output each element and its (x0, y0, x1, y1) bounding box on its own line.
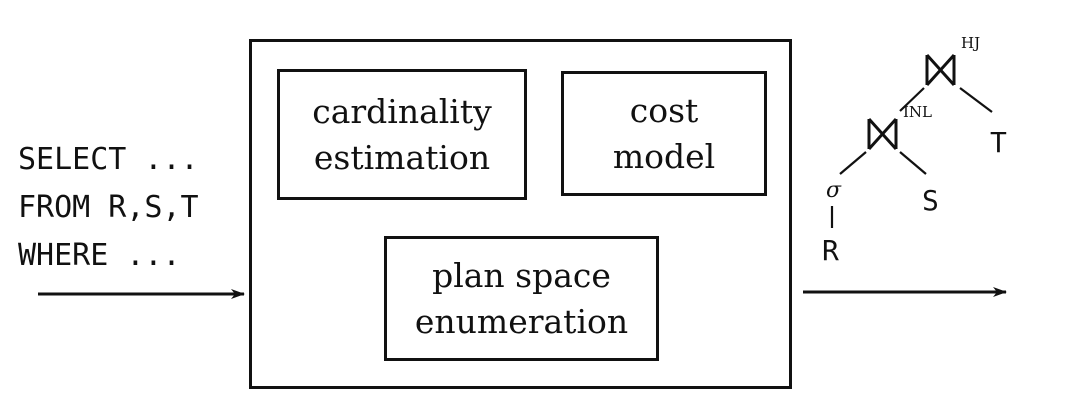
plan-enumeration-box: plan space enumeration (384, 236, 659, 361)
relation-t: T (990, 126, 1007, 159)
sql-query: SELECT ... FROM R,S,T WHERE ... (18, 136, 199, 280)
inl-join-icon (867, 117, 898, 151)
cardinality-label: cardinality estimation (312, 91, 492, 177)
cost-model-label: cost model (612, 90, 716, 176)
inl-label: INL (903, 103, 933, 121)
plan-enumeration-label: plan space enumeration (414, 255, 629, 341)
hash-join-icon (925, 53, 956, 87)
tree-edges (830, 87, 993, 228)
optimizer-box (249, 39, 792, 389)
sql-line-where: WHERE ... (18, 238, 181, 273)
cardinality-estimation-box: cardinality estimation (277, 69, 527, 200)
hj-label: HJ (961, 34, 981, 52)
relation-r: R (822, 234, 839, 267)
cost-model-box: cost model (561, 71, 767, 196)
relation-s: S (922, 184, 939, 217)
selection-label: σ (826, 178, 842, 203)
sql-line-select: SELECT ... (18, 142, 199, 177)
sql-line-from: FROM R,S,T (18, 190, 199, 225)
